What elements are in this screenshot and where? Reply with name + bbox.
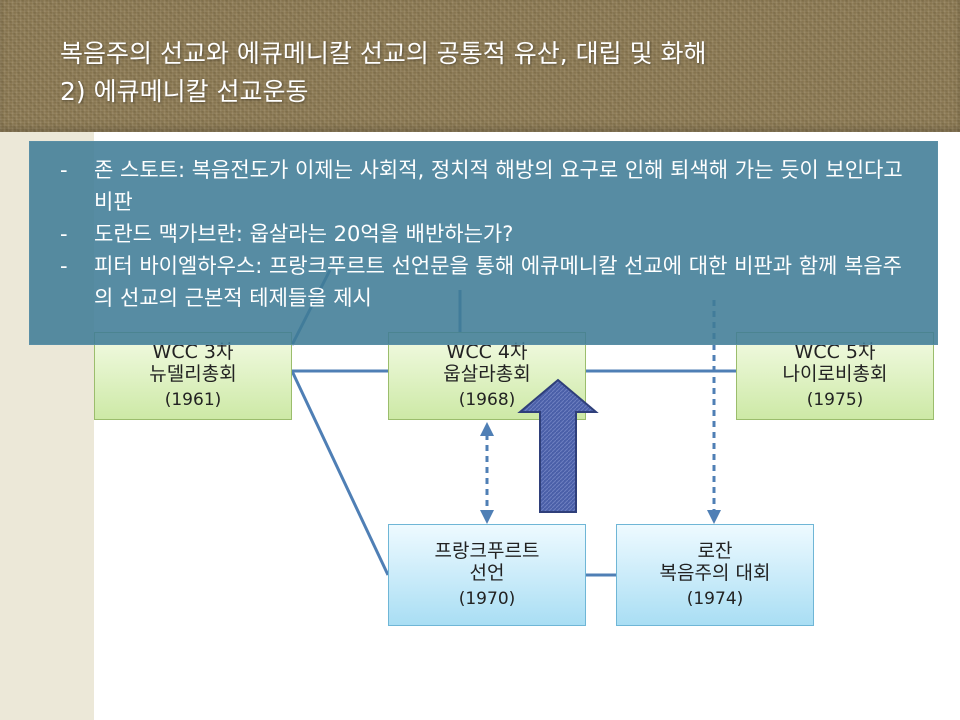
node-year: (1974)	[686, 589, 744, 609]
node-label: WCC 4차	[446, 341, 528, 363]
node-wcc4-uppsala: WCC 4차 웁살라총회 (1968)	[388, 332, 586, 420]
node-label: 프랑크푸르트	[434, 540, 540, 562]
bullet-marker: -	[60, 254, 68, 278]
node-year: (1961)	[164, 390, 222, 410]
bullet-marker: -	[60, 222, 68, 246]
node-label: WCC 5차	[794, 341, 876, 363]
node-year: (1970)	[458, 589, 516, 609]
node-frankfurt-declaration: 프랑크푸르트 선언 (1970)	[388, 524, 586, 626]
node-label: 선언	[469, 562, 505, 584]
quote-overlay-panel: - 존 스토트: 복음전도가 이제는 사회적, 정치적 해방의 요구로 인해 퇴…	[29, 141, 938, 345]
bullet-marker: -	[60, 158, 68, 182]
node-label: 웁살라총회	[443, 363, 531, 385]
node-year: (1975)	[806, 390, 864, 410]
node-wcc5-nairobi: WCC 5차 나이로비총회 (1975)	[736, 332, 934, 420]
node-lausanne-congress: 로잔 복음주의 대회 (1974)	[616, 524, 814, 626]
arrowhead-down-lausanne-icon	[707, 510, 721, 524]
bullet-text: 도란드 맥가브란: 웁살라는 20억을 배반하는가?	[94, 222, 514, 246]
node-label: 나이로비총회	[782, 363, 888, 385]
overlay-bullet: - 도란드 맥가브란: 웁살라는 20억을 배반하는가?	[60, 218, 917, 250]
node-wcc3-newdelhi: WCC 3차 뉴델리총회 (1961)	[94, 332, 292, 420]
arrowhead-down-icon	[480, 510, 494, 524]
overlay-bullet: - 존 스토트: 복음전도가 이제는 사회적, 정치적 해방의 요구로 인해 퇴…	[60, 154, 917, 218]
connector-newdelhi-frankfurt	[290, 370, 390, 576]
slide-header: 복음주의 선교와 에큐메니칼 선교의 공통적 유산, 대립 및 화해 2) 에큐…	[0, 0, 960, 132]
overlay-bullet: - 피터 바이엘하우스: 프랑크푸르트 선언문을 통해 에큐메니칼 선교에 대한…	[60, 250, 917, 314]
bullet-text: 피터 바이엘하우스: 프랑크푸르트 선언문을 통해 에큐메니칼 선교에 대한 비…	[94, 254, 902, 310]
node-label: 뉴델리총회	[149, 363, 237, 385]
bullet-text: 존 스토트: 복음전도가 이제는 사회적, 정치적 해방의 요구로 인해 퇴색해…	[94, 158, 903, 214]
node-year: (1968)	[458, 390, 516, 410]
slide-title: 복음주의 선교와 에큐메니칼 선교의 공통적 유산, 대립 및 화해	[60, 39, 707, 68]
node-label: 로잔	[697, 540, 733, 562]
slide-subtitle: 2) 에큐메니칼 선교운동	[60, 77, 309, 106]
arrowhead-up-icon	[480, 422, 494, 436]
node-label: 복음주의 대회	[659, 562, 771, 584]
node-label: WCC 3차	[152, 341, 234, 363]
